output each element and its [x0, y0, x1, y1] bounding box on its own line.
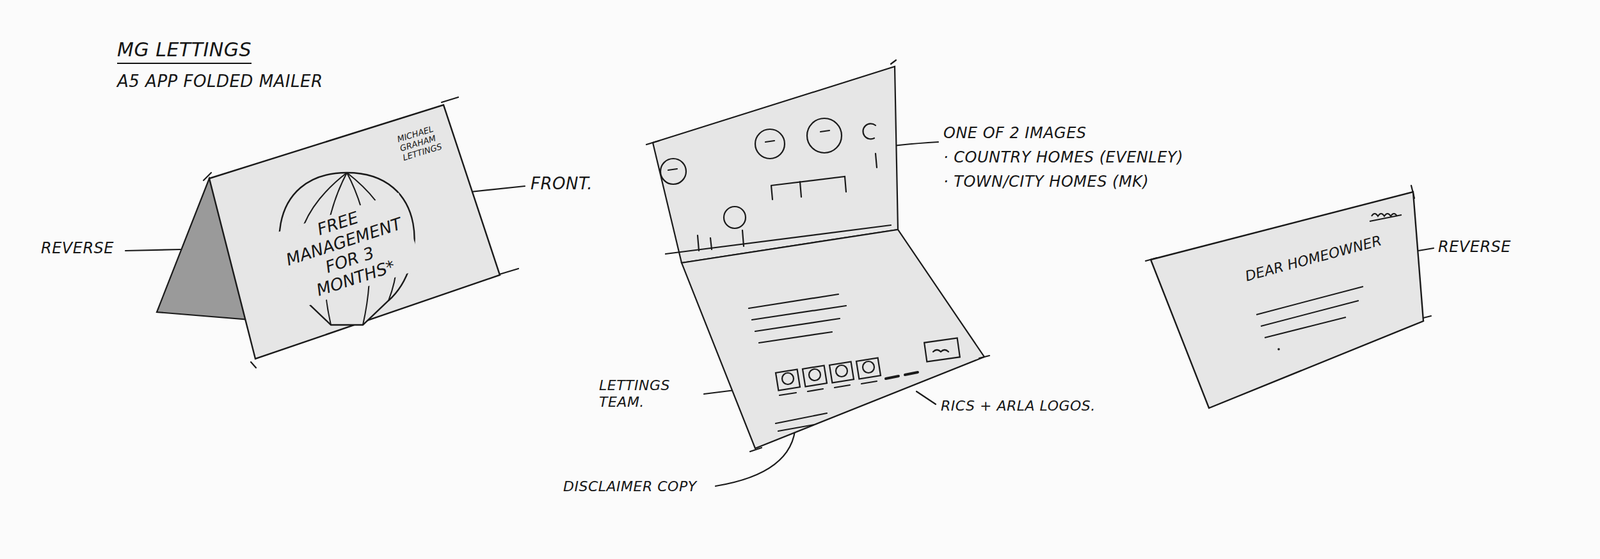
- letter-line: [1256, 286, 1364, 315]
- lamp: [723, 206, 746, 229]
- callout-label: FRONT.: [530, 174, 593, 194]
- callout-note: · COUNTRY HOMES (EVENLEY): [943, 148, 1184, 168]
- callout-note: · TOWN/CITY HOMES (MK): [943, 172, 1149, 192]
- disclaimer-line: [778, 424, 815, 432]
- callout-label: REVERSE: [40, 239, 114, 258]
- detail: [697, 235, 699, 251]
- detail: [800, 181, 802, 198]
- leader-line: [470, 186, 525, 192]
- sketch-title: MG LETTINGS: [117, 38, 252, 64]
- lamp: [862, 123, 876, 139]
- detail: [710, 238, 712, 250]
- logo-scribble: [1371, 213, 1398, 217]
- detail: [742, 230, 744, 247]
- text-line: [752, 305, 847, 320]
- card-outline: [1150, 192, 1424, 409]
- overshoot: [750, 448, 762, 452]
- callout-label: DISCLAIMER COPY: [563, 478, 697, 496]
- lamp: [660, 158, 687, 185]
- overshoot: [441, 97, 459, 103]
- image-panel: [652, 66, 898, 264]
- front-card: MICHAEL GRAHAM LETTINGSFREE MANAGEMENT F…: [158, 102, 507, 362]
- lamp: [755, 129, 785, 159]
- sheet-spec: A5 APP FOLDED MAILER: [117, 71, 324, 92]
- logo-box: [924, 338, 960, 363]
- leader-line: [916, 391, 936, 405]
- overshoot: [890, 60, 896, 64]
- detail: [820, 130, 830, 132]
- logo-box: [933, 350, 949, 352]
- callout-label: REVERSE: [1438, 238, 1512, 257]
- lamp: [807, 118, 842, 153]
- detail: [765, 140, 775, 143]
- detail: [668, 168, 678, 171]
- card-outline: [209, 104, 500, 360]
- disclaimer-line: [775, 413, 827, 424]
- callout-label: LETTINGS TEAM.: [599, 377, 696, 412]
- leader-line: [125, 249, 181, 251]
- text-line: [748, 294, 839, 309]
- overshoot: [979, 355, 990, 359]
- overshoot: [250, 362, 256, 368]
- logo-scribble: [1369, 215, 1402, 222]
- table: [771, 176, 847, 200]
- letter-card: DEAR HOMEOWNER: [1150, 192, 1426, 410]
- leader-line: [1418, 248, 1434, 251]
- shape-outline: [1150, 192, 1426, 410]
- info-panel: [681, 229, 985, 449]
- callout-label: RICS + ARLA LOGOS.: [940, 398, 1096, 415]
- text-line: [755, 318, 840, 332]
- detail: [875, 153, 877, 168]
- team-photos: [775, 358, 881, 396]
- letter-line: [1260, 300, 1359, 327]
- text-line: [759, 332, 832, 344]
- dot: [1277, 348, 1280, 351]
- logo-mark: [904, 372, 918, 376]
- balloon-shape: FREE MANAGEMENT FOR 3 MONTHS*: [266, 169, 427, 329]
- sketch-lines: [125, 60, 1434, 487]
- logo-mark: [885, 376, 899, 379]
- callout-label: ONE OF 2 IMAGES: [943, 124, 1087, 143]
- letter-line: [1264, 317, 1346, 338]
- overshoot: [646, 140, 660, 145]
